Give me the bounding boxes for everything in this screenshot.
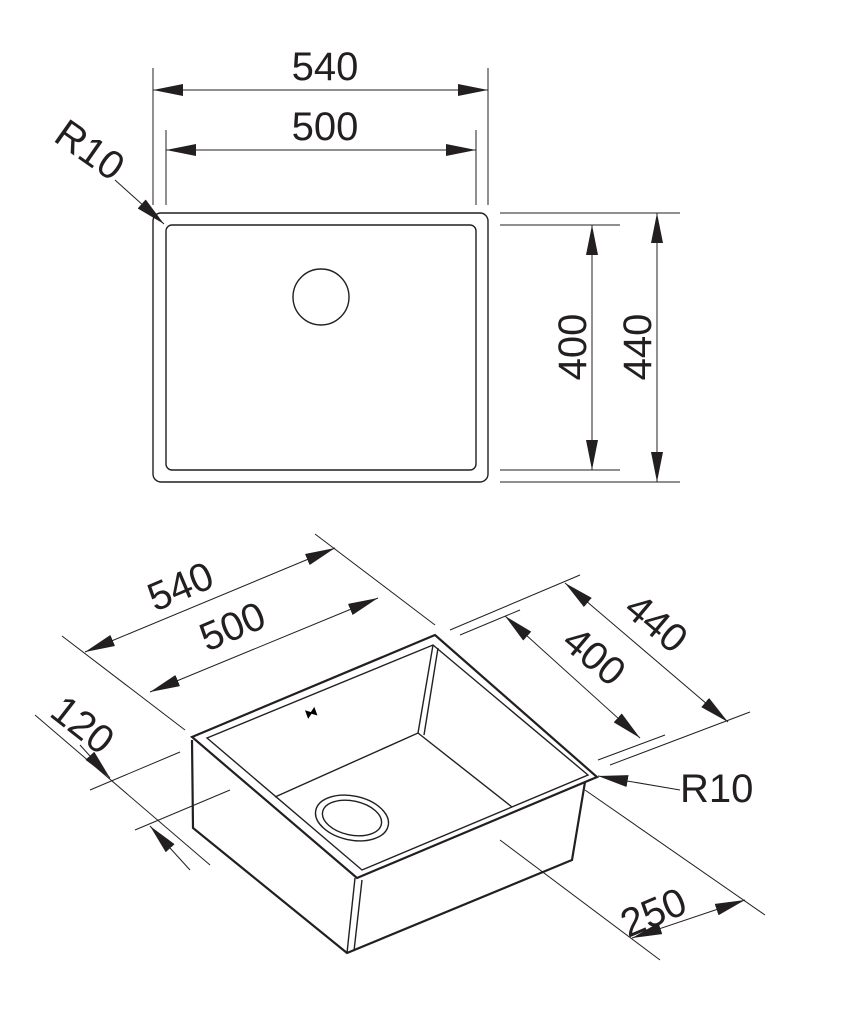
sink-rim-inner [205, 644, 590, 871]
dim-500-label: 500 [292, 105, 359, 149]
iso-dim-250-label: 250 [614, 880, 693, 947]
iso-dim-440-label: 440 [616, 585, 695, 662]
sink-rim-outer [189, 633, 600, 880]
top-view: 540 500 R10 400 440 [47, 45, 680, 483]
sink-outer-outline [152, 212, 489, 483]
drain-circle [292, 268, 350, 326]
basin-floor [274, 732, 513, 808]
iso-radius-label: R10 [680, 767, 753, 811]
iso-dim-440-line [564, 582, 729, 723]
sink-body [190, 739, 587, 955]
radius-label: R10 [47, 111, 132, 189]
dim-400-label: 400 [551, 314, 595, 381]
iso-dim-540-label: 540 [141, 554, 220, 621]
isometric-view: ⧓ 540 500 440 400 120 R10 250 [34, 533, 766, 961]
iso-dim-500-line [149, 597, 379, 693]
radius-leader [114, 179, 165, 225]
iso-dim-250-line [631, 899, 746, 939]
dim-540-label: 540 [292, 45, 359, 89]
iso-dim-500-label: 500 [193, 594, 272, 661]
iso-dim-120-label: 120 [42, 687, 122, 763]
drain-iso [314, 794, 390, 842]
iso-dim-120-line [79, 744, 111, 779]
sink-inner-outline [165, 224, 477, 471]
iso-dim-400-line [504, 615, 641, 739]
brand-mark-icon: ⧓ [303, 704, 319, 721]
iso-dim-400-label: 400 [554, 618, 633, 695]
dim-440-label: 440 [616, 314, 660, 381]
iso-radius-leader [597, 775, 681, 791]
